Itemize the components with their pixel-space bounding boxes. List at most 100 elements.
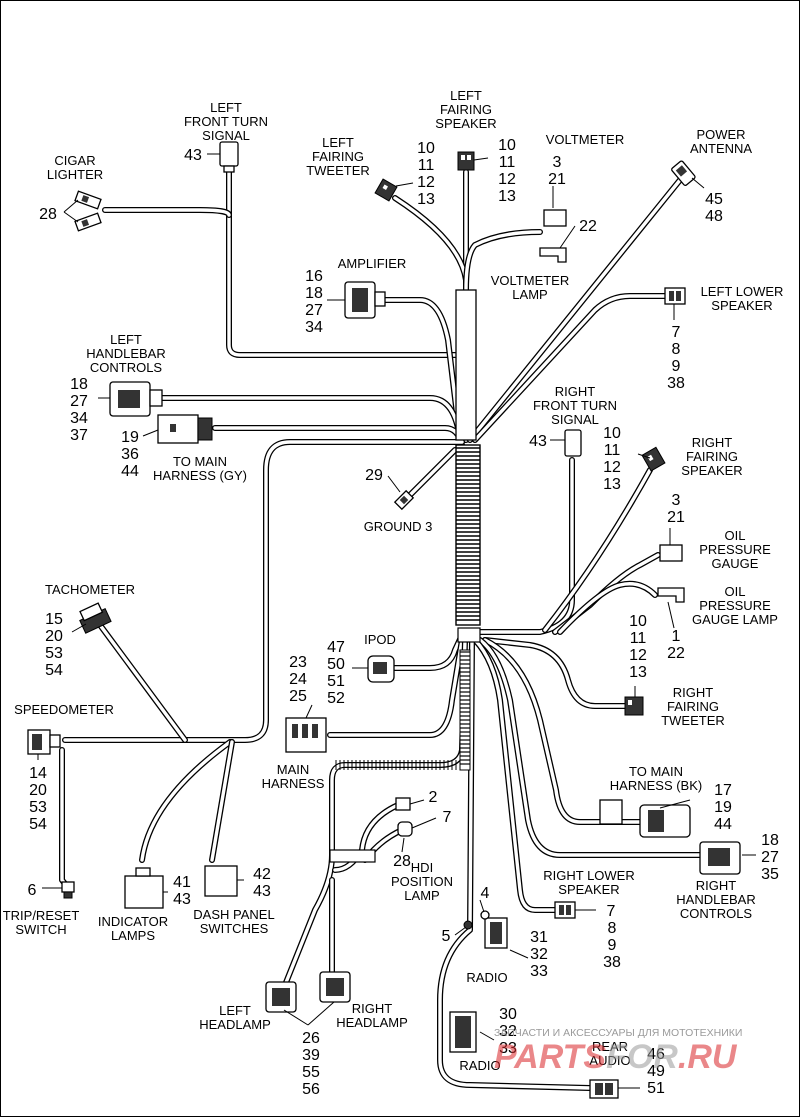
callout-trip: 6 xyxy=(28,882,37,899)
voltmeter-label: VOLTMETER xyxy=(546,132,625,147)
watermark-tagline: ЗАПЧАСТИ И АКСЕССУАРЫ ДЛЯ МОТОТЕХНИКИ xyxy=(494,1027,742,1039)
callout-51: 51 xyxy=(647,1080,665,1097)
left-lower-speaker-connector xyxy=(664,287,686,305)
speedometer-connector xyxy=(27,729,61,755)
amplifier-label: AMPLIFIER xyxy=(338,256,407,271)
indicator-lamps-connector xyxy=(124,867,164,909)
antenna-connector xyxy=(671,160,696,186)
callout-cigar: 28 xyxy=(39,206,57,223)
ipod-label: IPOD xyxy=(364,632,396,647)
amplifier-connector xyxy=(344,281,386,319)
trip-reset-connector xyxy=(61,881,75,899)
right-handlebar-connector xyxy=(699,841,741,875)
callout-voltmeter-lamp: 22 xyxy=(579,218,597,235)
right-turn-signal-connector xyxy=(564,429,582,457)
main-harness-gy-connector xyxy=(157,414,213,444)
right-tweeter-connector xyxy=(624,696,644,716)
right-speaker-connector xyxy=(641,446,666,472)
left-tweeter-connector xyxy=(374,178,398,202)
voltmeter-connector xyxy=(543,209,567,227)
callout-hdi-28: 28 xyxy=(393,853,411,870)
callout-ground: 29 xyxy=(365,467,383,484)
callout-hdi-2: 2 xyxy=(429,789,438,806)
cigar-lighter-connectors xyxy=(74,190,102,232)
callout-radio-4: 4 xyxy=(481,885,490,902)
callout-radio-5: 5 xyxy=(442,928,451,945)
tachometer-connector xyxy=(79,602,112,634)
main-harness-connector xyxy=(285,717,327,753)
ground-connector xyxy=(393,489,415,511)
watermark-brand: PARTSFOR.RU xyxy=(494,1038,738,1076)
tachometer-label: TACHOMETER xyxy=(45,582,135,597)
callout-hdi-7: 7 xyxy=(443,809,452,826)
partsfor-watermark: ЗАПЧАСТИ И АКСЕССУАРЫ ДЛЯ МОТОТЕХНИКИ PA… xyxy=(494,1027,742,1076)
ipod-connector xyxy=(367,655,395,683)
dash-switches-connector xyxy=(204,865,238,897)
radio-label: RADIO xyxy=(466,970,507,985)
rear-audio-connector xyxy=(589,1079,619,1099)
left-headlamp-connector xyxy=(265,981,297,1013)
speedometer-label: SPEEDOMETER xyxy=(14,702,114,717)
radio-lower-label: RADIO xyxy=(459,1058,500,1073)
callout-right-lower-7: 7 xyxy=(607,903,616,920)
oil-gauge-lamp-connector xyxy=(657,587,685,603)
left-handlebar-connector xyxy=(109,381,163,417)
leader-lines xyxy=(37,153,756,1089)
right-headlamp-connector xyxy=(319,971,351,1003)
main-harness-trunk xyxy=(329,289,481,863)
hdi-lamp-connectors xyxy=(395,797,413,837)
right-lower-speaker-connector xyxy=(554,901,576,919)
ground-3-label: GROUND 3 xyxy=(364,519,433,534)
connectors xyxy=(27,141,741,1099)
main-harness-bk-connector xyxy=(599,799,691,838)
oil-gauge-connector xyxy=(659,544,683,562)
voltmeter-lamp-connector xyxy=(539,247,567,263)
